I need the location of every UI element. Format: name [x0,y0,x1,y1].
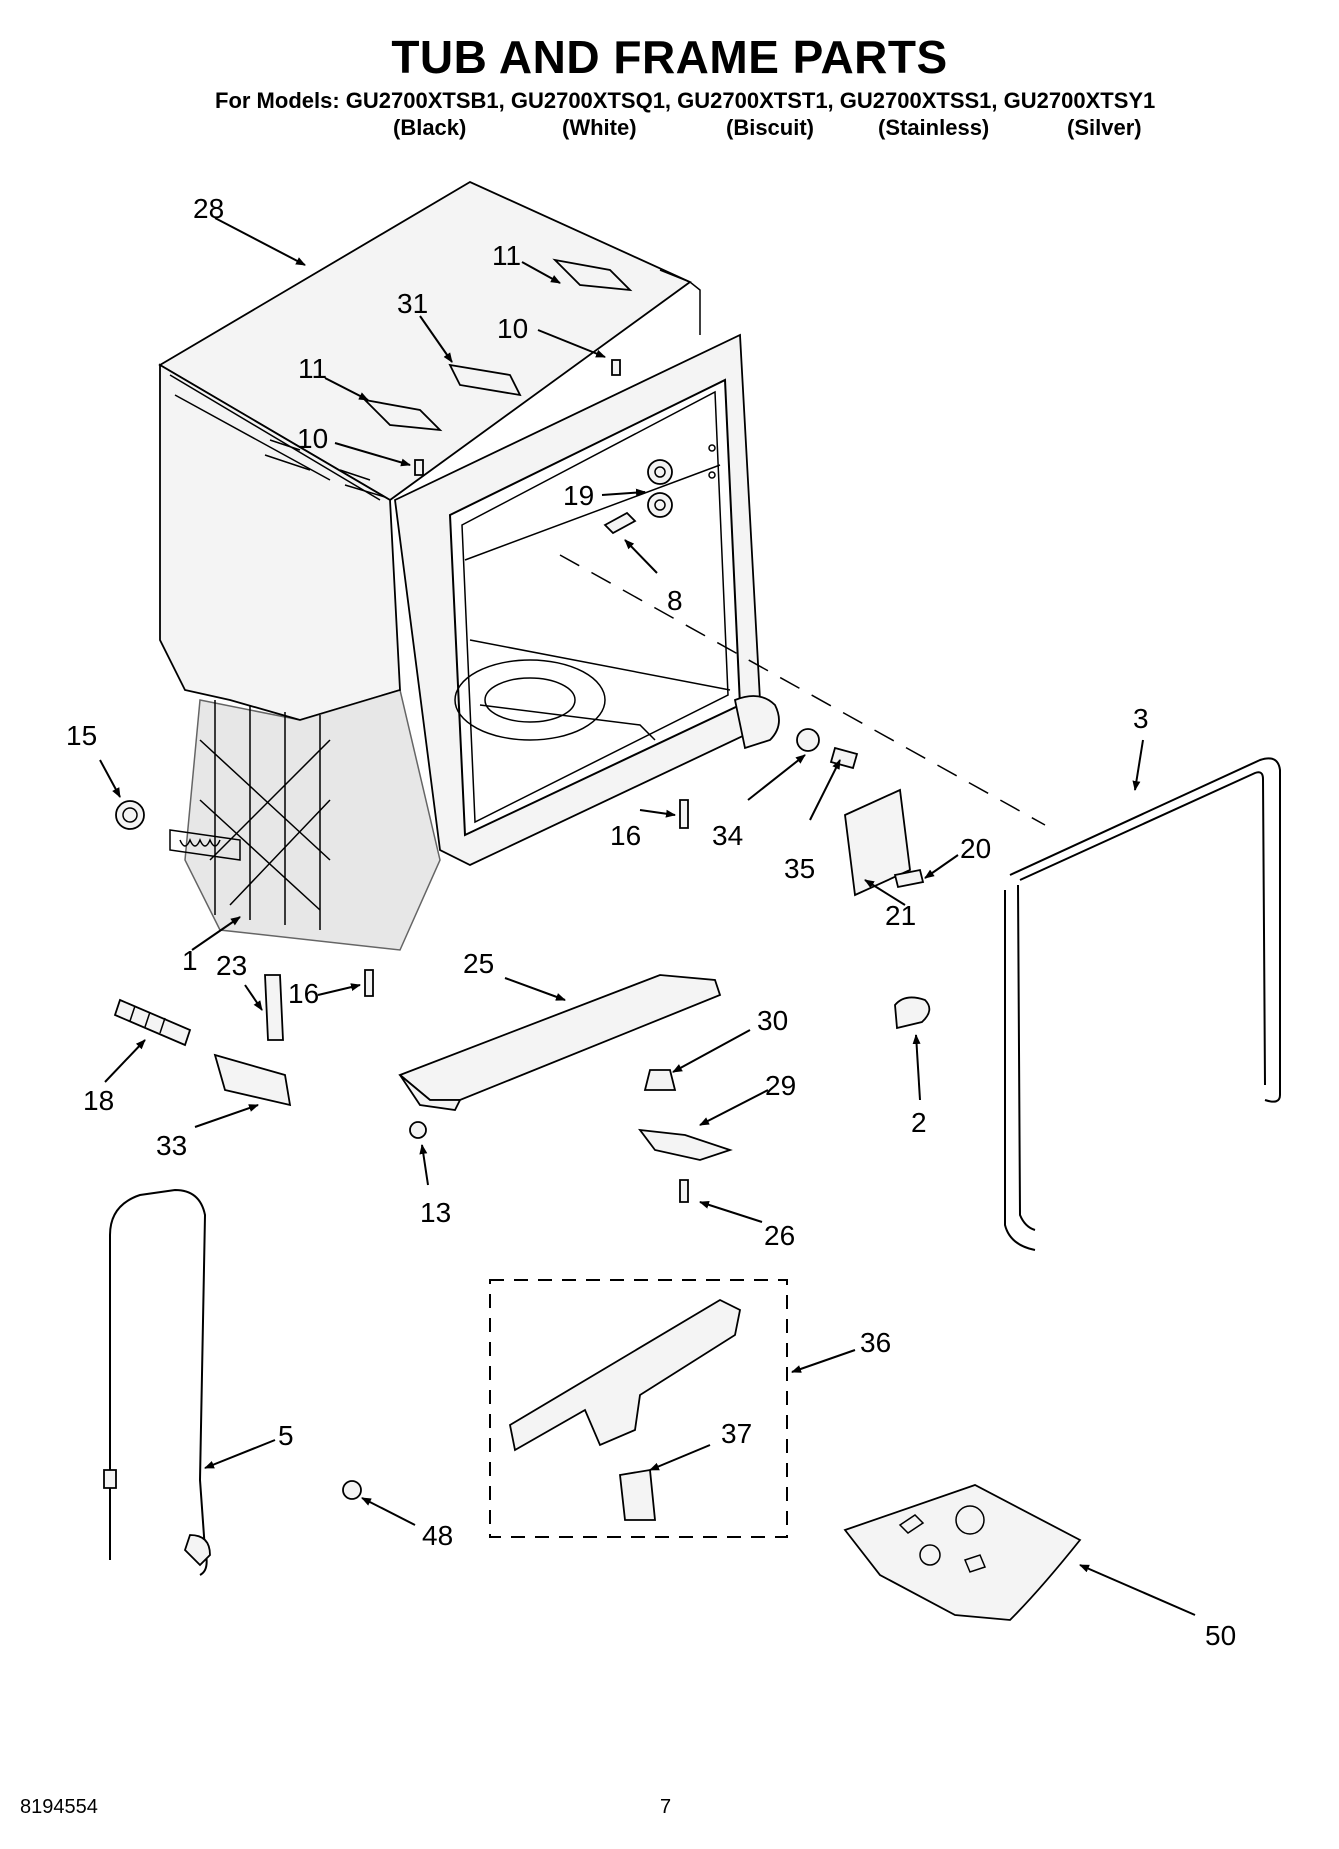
callout-11-upper: 11 [492,240,521,271]
variant-stainless: (Stainless) [878,115,990,140]
page-title: TUB AND FRAME PARTS [391,31,948,83]
callout-8: 8 [667,585,683,616]
callout-15: 15 [66,720,97,751]
callout-16-lower: 16 [288,978,319,1009]
callout-26: 26 [764,1220,795,1251]
tub-assembly [158,180,1046,951]
callout-3: 3 [1133,703,1149,734]
callout-19: 19 [563,480,594,511]
callout-1: 1 [182,945,198,976]
document-number: 8194554 [20,1796,98,1818]
callout-2: 2 [911,1107,927,1138]
variant-white: (White) [562,115,637,140]
callout-18: 18 [83,1085,114,1116]
callout-28: 28 [193,193,224,224]
callout-leaders [99,217,1196,1616]
callout-10-lower: 10 [297,423,328,454]
callout-13: 13 [420,1197,451,1228]
callout-23: 23 [216,950,247,981]
callout-29: 29 [765,1070,796,1101]
callout-36: 36 [860,1327,891,1358]
page-number: 7 [660,1796,672,1818]
callout-50: 50 [1205,1620,1236,1651]
callout-48: 48 [422,1520,453,1551]
variant-black: (Black) [393,115,467,140]
callout-31: 31 [397,288,428,319]
callout-34: 34 [712,820,743,851]
callout-35: 35 [784,853,815,884]
models-line: For Models: GU2700XTSB1, GU2700XTSQ1, GU… [215,88,1156,113]
callout-33: 33 [156,1130,187,1161]
variant-silver: (Silver) [1067,115,1142,140]
variant-biscuit: (Biscuit) [726,115,814,140]
callout-5: 5 [278,1420,294,1451]
callout-labels: 28 11 31 10 11 10 19 8 15 3 16 34 35 20 … [66,193,1236,1651]
callout-25: 25 [463,948,494,979]
callout-10-upper: 10 [497,313,528,344]
callout-16-upper: 16 [610,820,641,851]
callout-37: 37 [721,1418,752,1449]
callout-20: 20 [960,833,991,864]
callout-30: 30 [757,1005,788,1036]
callout-11-lower: 11 [298,353,327,384]
callout-21: 21 [885,900,916,931]
